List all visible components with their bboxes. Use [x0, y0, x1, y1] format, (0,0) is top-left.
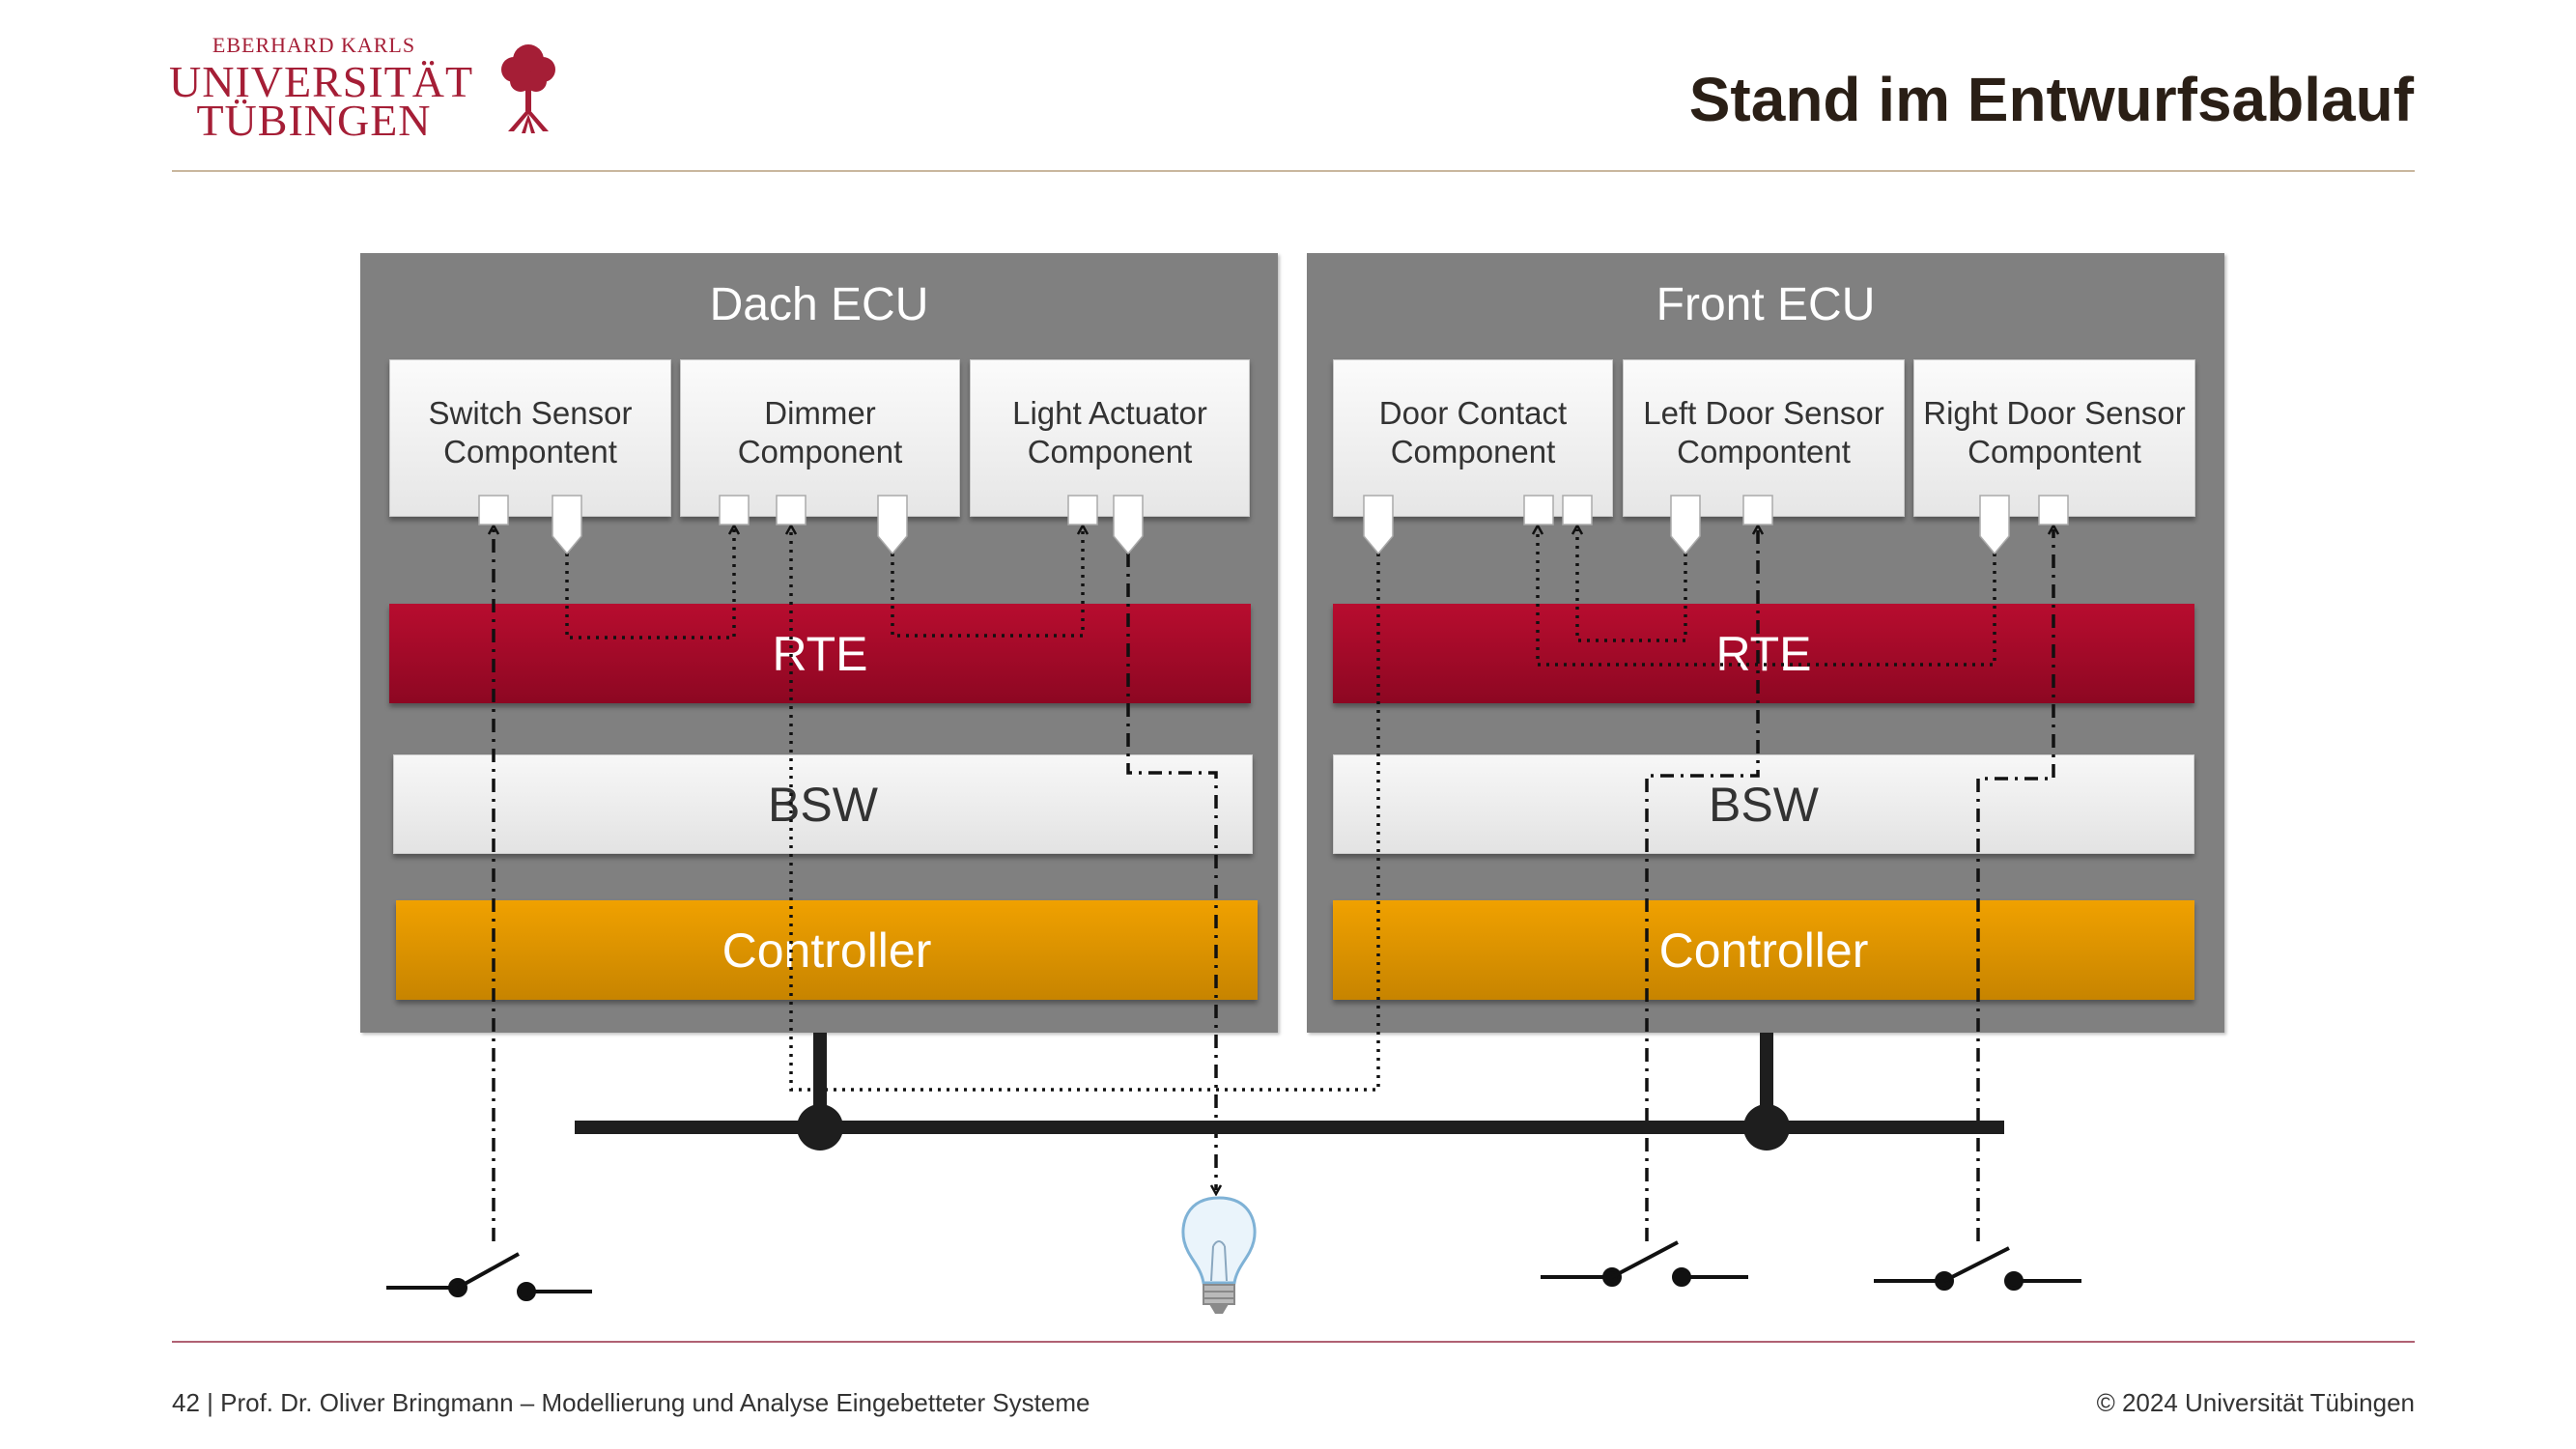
port-in — [1523, 495, 1554, 526]
port-in — [478, 495, 509, 526]
university-logo: EBERHARD KARLS UNIVERSITÄT TÜBINGEN — [169, 33, 474, 145]
ecu-front-title: Front ECU — [1656, 279, 1876, 330]
switch-icon — [386, 1252, 592, 1301]
footer-left: 42 | Prof. Dr. Oliver Bringmann – Modell… — [172, 1388, 1090, 1417]
connection-dimmer-to-light — [891, 529, 1083, 638]
bus-line — [575, 1121, 2004, 1134]
port-in — [1742, 495, 1773, 526]
page-title: Stand im Entwurfsablauf — [1688, 65, 2414, 134]
switch-icon — [1541, 1240, 1748, 1287]
footer-right: © 2024 Universität Tübingen — [2096, 1388, 2415, 1417]
port-in — [776, 495, 807, 526]
switch-sensor-component[interactable]: Switch Sensor Compontent — [389, 359, 671, 517]
footer-divider — [172, 1341, 2415, 1343]
bus-stub-front — [1760, 1033, 1773, 1126]
port-out — [1979, 495, 2010, 555]
port-in — [2038, 495, 2069, 526]
bus-node-front — [1743, 1104, 1790, 1151]
controller-front: Controller — [1333, 900, 2194, 1000]
logo-line-1: EBERHARD KARLS — [212, 33, 416, 57]
can-bus — [575, 1033, 2004, 1151]
bsw-layer-dach: BSW — [393, 754, 1253, 854]
logo-line-3: TÜBINGEN — [196, 96, 432, 145]
signal-right-door-switch — [1976, 529, 2053, 1241]
bus-node-dach — [797, 1104, 843, 1151]
header-divider — [172, 170, 2415, 172]
connection-rightsensor-to-door — [1538, 529, 1996, 667]
light-bulb-icon — [1181, 1196, 1257, 1314]
port-out — [1113, 495, 1144, 555]
rte-layer-front: RTE — [1333, 604, 2194, 703]
bsw-layer-front: BSW — [1333, 754, 2194, 854]
signal-actuator-to-bulb — [1126, 554, 1216, 1190]
rte-layer-dach: RTE — [389, 604, 1251, 703]
port-out — [552, 495, 582, 555]
controller-dach: Controller — [396, 900, 1258, 1000]
signal-left-door-switch — [1645, 529, 1758, 1241]
connection-leftsensor-to-door — [1577, 529, 1687, 642]
port-out — [1670, 495, 1701, 555]
right-door-sensor-component[interactable]: Right Door Sensor Compontent — [1913, 359, 2195, 517]
connection-switch-to-dimmer — [565, 529, 734, 639]
port-in — [719, 495, 750, 526]
bus-stub-dach — [813, 1033, 827, 1126]
port-out — [1363, 495, 1394, 555]
tree-icon — [501, 44, 555, 133]
door-contact-component[interactable]: Door Contact Component — [1333, 359, 1613, 517]
ecu-dach-title: Dach ECU — [709, 279, 929, 330]
port-in — [1562, 495, 1593, 526]
port-out — [877, 495, 908, 555]
dimmer-component[interactable]: Dimmer Component — [680, 359, 960, 517]
logo-line-2: UNIVERSITÄT — [169, 57, 474, 106]
switch-icon — [1874, 1246, 2081, 1291]
connection-door-to-dimmer — [791, 529, 1380, 1092]
port-in — [1067, 495, 1098, 526]
left-door-sensor-component[interactable]: Left Door Sensor Compontent — [1623, 359, 1905, 517]
light-actuator-component[interactable]: Light Actuator Component — [970, 359, 1250, 517]
